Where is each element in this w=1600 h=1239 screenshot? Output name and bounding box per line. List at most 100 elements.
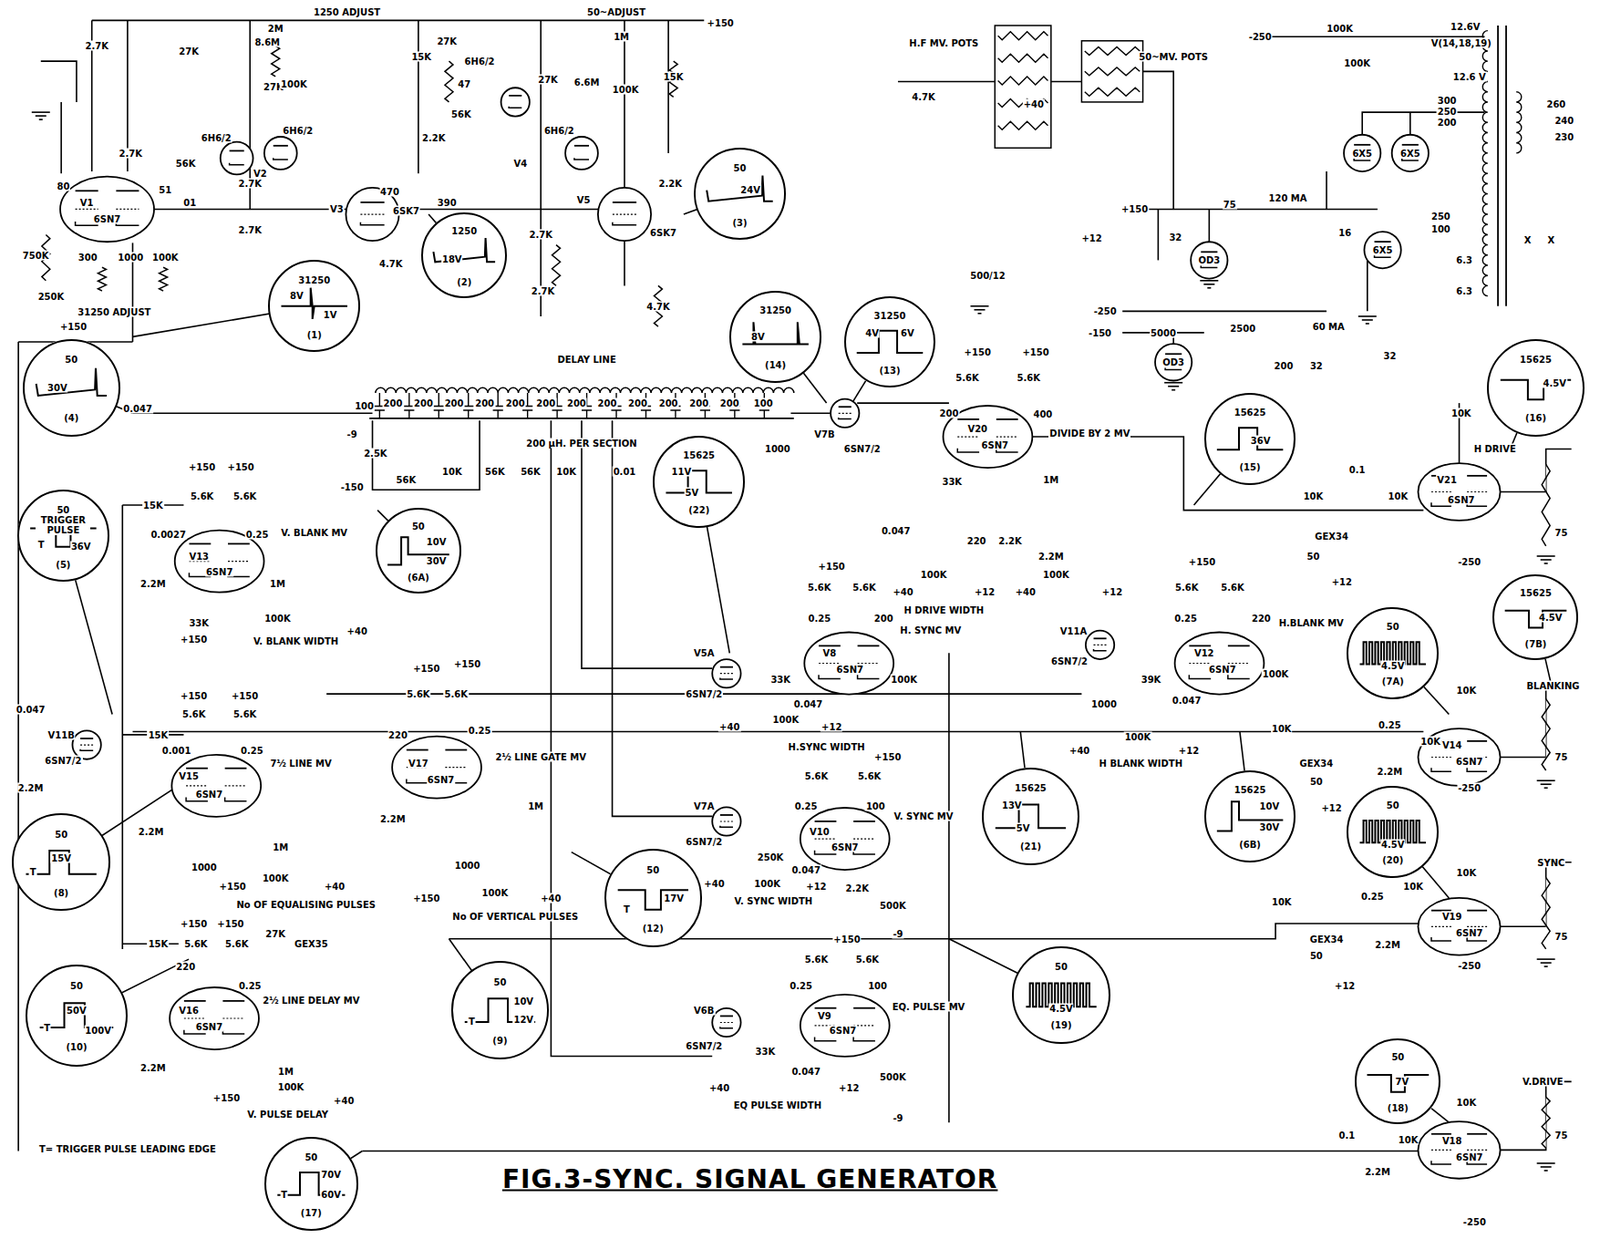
component-label: 6SN7/2 [684, 836, 723, 847]
valve-symbol [598, 187, 651, 241]
valve-anode [1200, 250, 1218, 253]
valve-symbol [1417, 1121, 1500, 1179]
waveform-value: 10V [1259, 800, 1281, 811]
component-label: 2M [267, 23, 285, 34]
component-label: 390 [436, 196, 458, 207]
valve-grid [612, 213, 637, 215]
waveform-value: 4.5V [1380, 660, 1405, 671]
component-label: -9 [346, 428, 359, 439]
component-label: V.DRIVE [1521, 1076, 1565, 1087]
valve-cathode [957, 448, 980, 453]
component-label: 300 [1436, 94, 1458, 105]
component-label: 27K [435, 35, 458, 46]
waveform-callout: 504.5V(7A) [1346, 607, 1439, 700]
component-label: BLANKING [1525, 681, 1580, 692]
component-label: +12 [1333, 980, 1356, 991]
valve-symbol [220, 142, 254, 176]
valve-anode [1466, 1133, 1487, 1136]
waveform-value: 5V [684, 486, 701, 497]
wiring [18, 20, 1572, 1184]
component-label: 100K [263, 613, 292, 624]
component-label: 200 μH. PER SECTION [525, 437, 639, 448]
valve-anode [1094, 637, 1107, 640]
wire [1366, 255, 1369, 312]
wire [17, 341, 20, 1152]
valve-cathode [1431, 767, 1452, 772]
frequency-label: 31250 [297, 274, 331, 285]
valve-anode [957, 418, 980, 421]
callout-number: (7A) [1381, 676, 1405, 687]
valve-cathode [720, 825, 733, 828]
component-label: 2.2M [139, 578, 167, 589]
component-label: 6SN7/2 [684, 1041, 723, 1052]
component-label: +40 [346, 625, 369, 636]
component-label: 0.25 [788, 980, 814, 991]
frequency-label: 50 [1385, 800, 1401, 811]
component-label: +12 [973, 587, 996, 598]
ground-bar [1544, 786, 1549, 789]
callout-number: (20) [1381, 855, 1404, 866]
component-label: 1250 ADJUST [312, 7, 382, 18]
component-label: 0.25 [794, 801, 819, 812]
component-label: 220 [175, 960, 197, 971]
wire [948, 652, 950, 1123]
component-label: EQ. PULSE MV [891, 1001, 967, 1012]
component-label: 5.6K [405, 689, 431, 700]
delay-line-symbol [369, 387, 795, 419]
valve-anode [1188, 644, 1211, 647]
component-label: 1000 [116, 252, 145, 263]
component-label: 6.3 [1455, 255, 1474, 266]
component-label: 200 [688, 398, 710, 409]
valve-anode [1165, 352, 1182, 355]
valve-cathode [1353, 158, 1371, 161]
component-label: V3 [329, 204, 345, 215]
component-label: 6SN7 [828, 1025, 858, 1036]
valve-grid [838, 412, 852, 414]
component-label: -250 [1456, 556, 1482, 567]
wire [1491, 1081, 1571, 1150]
component-label: 10K [1450, 408, 1473, 419]
valve-grid [115, 208, 139, 210]
component-label: V. BLANK MV [279, 527, 349, 538]
valve-cathode [273, 157, 289, 160]
waveform-value: 10V [512, 995, 535, 1006]
component-label: 6H6/2 [200, 133, 233, 144]
component-label: +40 [332, 1094, 355, 1105]
valve-symbol [804, 631, 894, 694]
frequency-label: 31250 [758, 305, 793, 316]
valve-envelope [1392, 134, 1429, 172]
valve-symbol [169, 987, 259, 1050]
valve-anode [612, 201, 637, 204]
component-label: 56K [395, 474, 418, 486]
valve-anode [853, 1007, 876, 1010]
component-label: GEX34 [1299, 758, 1335, 769]
component-label: 100K [611, 84, 640, 95]
waveform-trace [706, 175, 774, 202]
valve-grid [720, 820, 733, 822]
ground-bar [1203, 283, 1215, 286]
component-label: 6SN7 [426, 774, 456, 785]
component-label: 75 [1553, 931, 1569, 942]
component-label: 5.6K [855, 954, 880, 965]
waveform-value: 24V [739, 184, 762, 195]
component-label: 100K [919, 569, 949, 580]
component-label: 10K [1387, 490, 1410, 501]
waveform-value: 10V [425, 536, 448, 547]
valve-cathode [1466, 937, 1487, 941]
waveform-value: 11V [670, 465, 693, 476]
component-label: 6.6M [573, 76, 601, 87]
valve-envelope [1417, 898, 1500, 956]
resistor-symbol [1541, 877, 1550, 950]
component-label: 100K [1325, 23, 1354, 34]
component-label: 10K [1397, 1135, 1420, 1146]
pot-symbol [1084, 67, 1140, 76]
component-label: +150 [187, 461, 217, 472]
component-label: 5000 [1149, 327, 1177, 338]
waveform-callout: 1562511V5V(22) [652, 435, 745, 528]
pot-symbol [1084, 87, 1140, 96]
component-label: V15 [177, 770, 200, 781]
component-label: 5.6K [183, 939, 208, 950]
component-label: 2.2M [1037, 550, 1065, 561]
component-label: 200 [474, 398, 496, 409]
component-label: 33K [754, 1045, 777, 1056]
